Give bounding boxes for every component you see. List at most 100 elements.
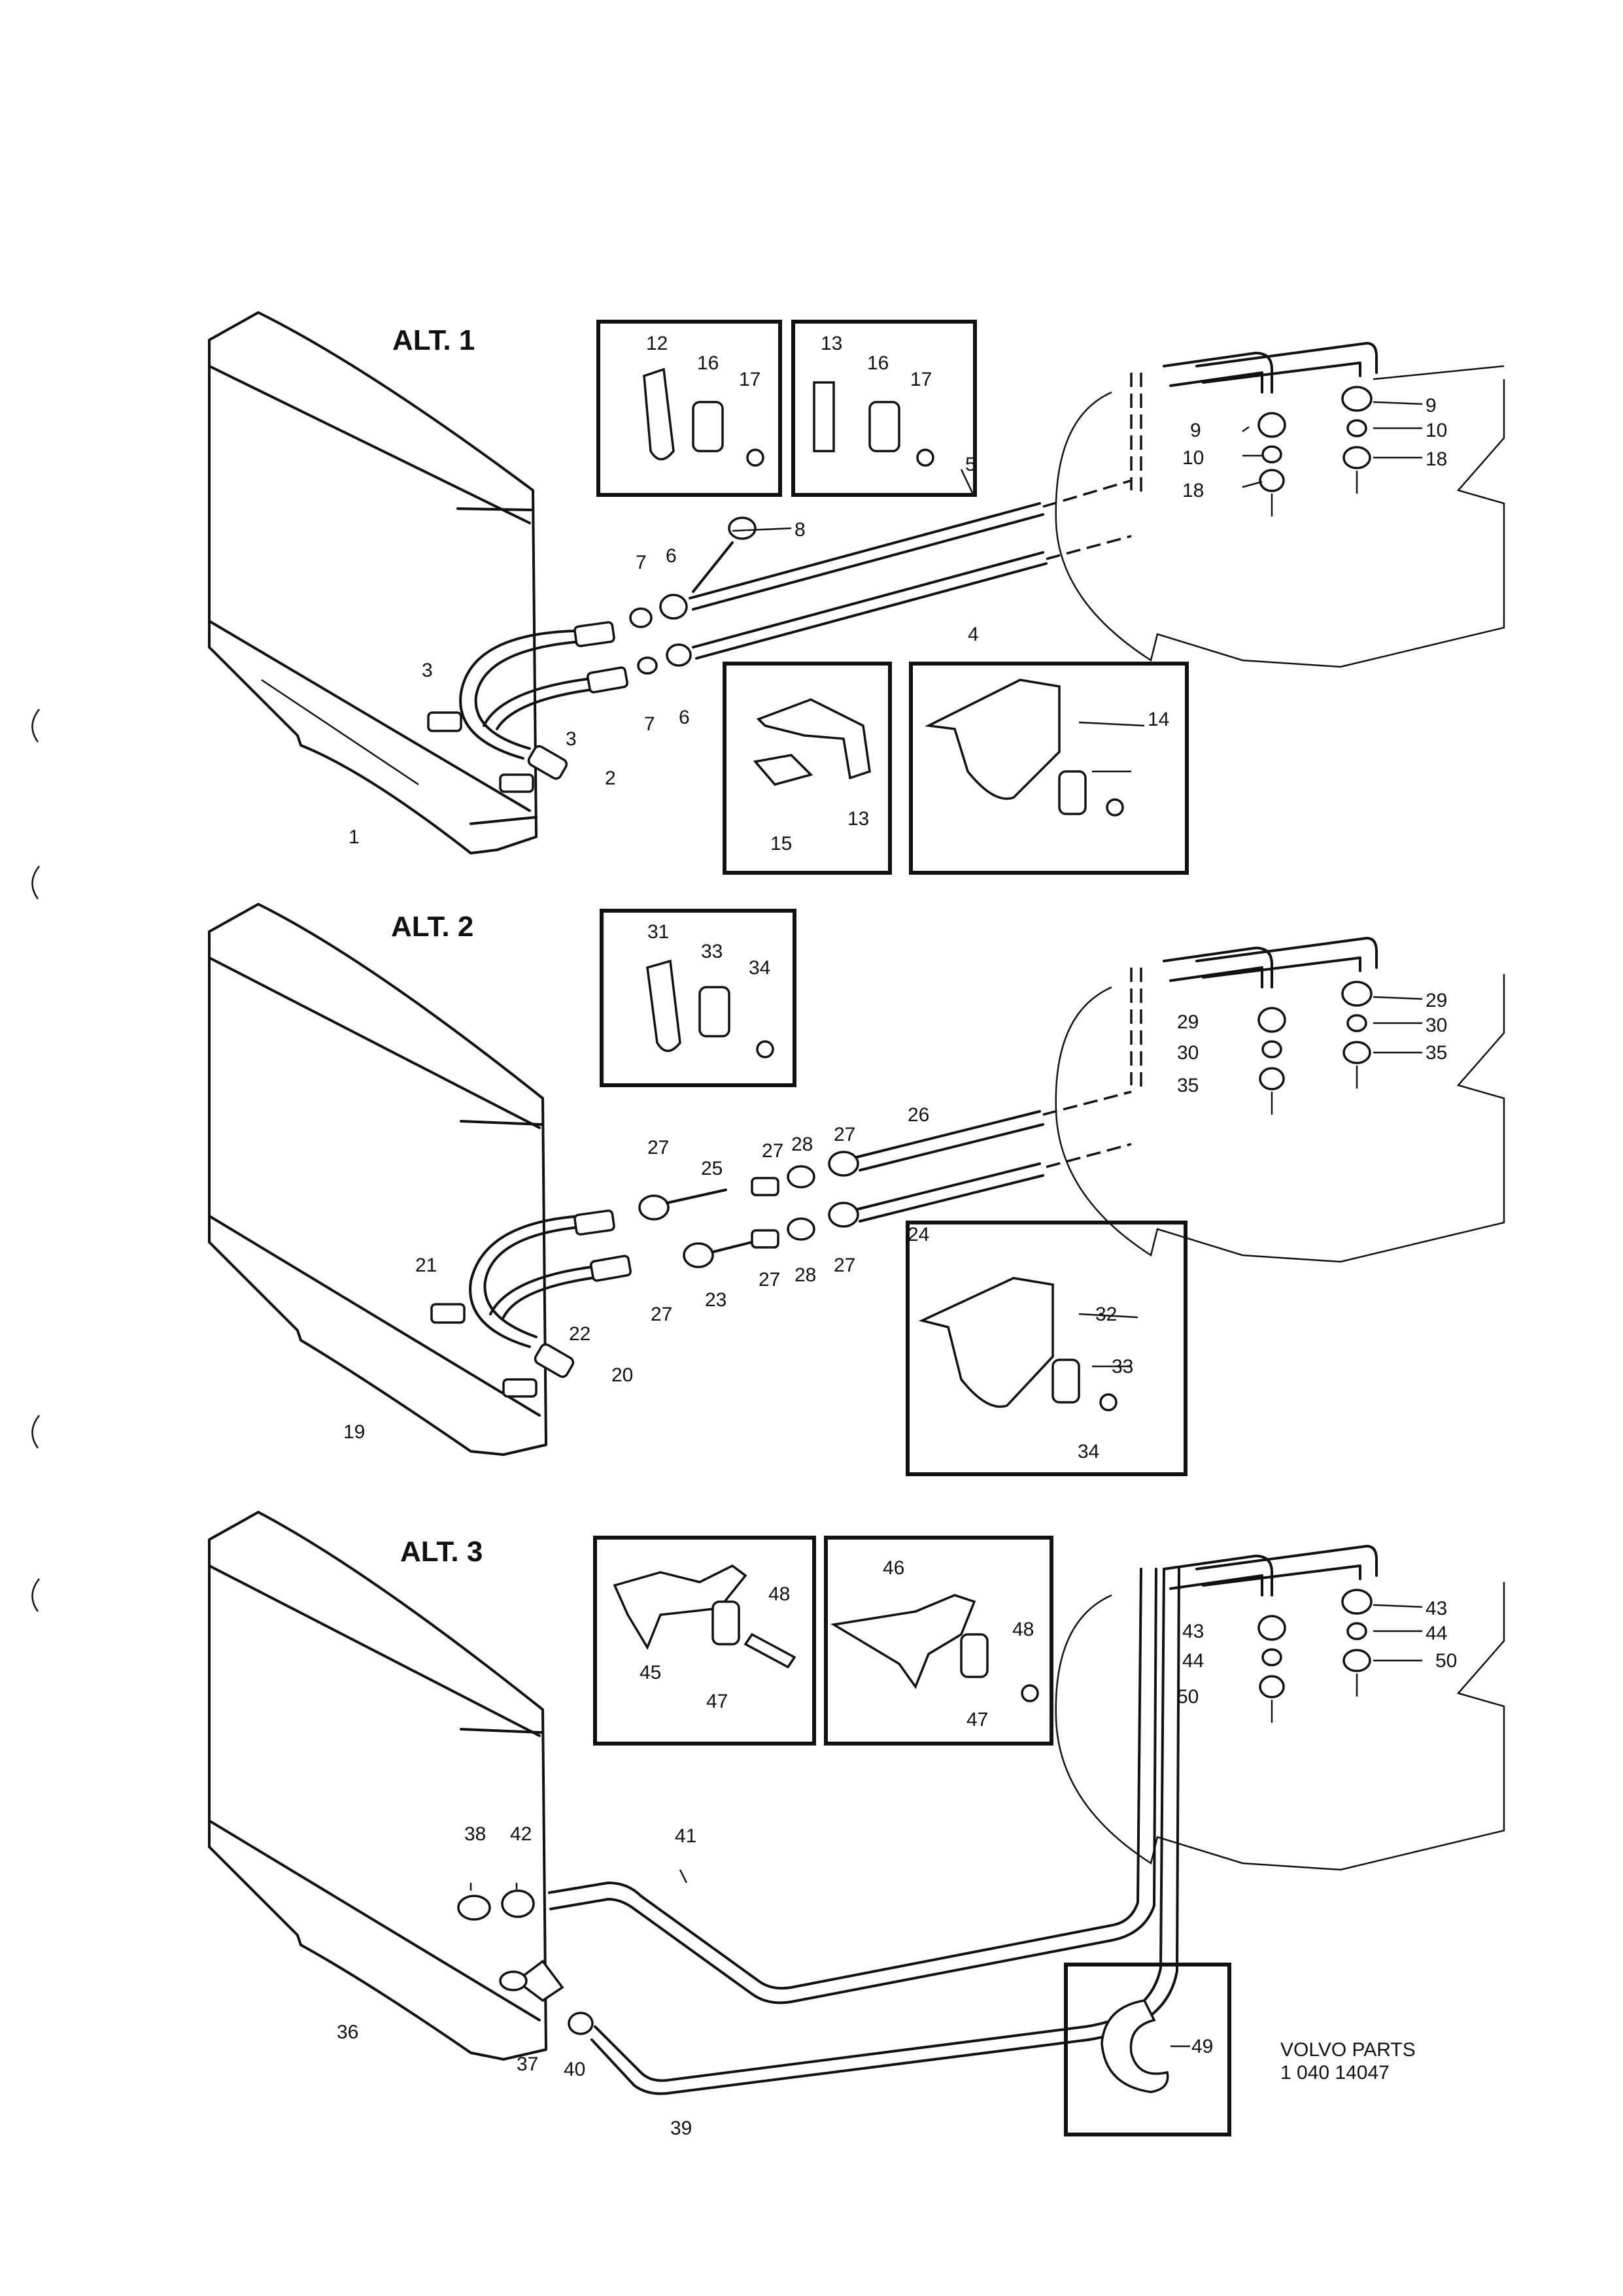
callout: 27 [759, 1269, 780, 1291]
document-number: 1 040 14047 [1280, 2062, 1390, 2084]
callout: 27 [647, 1137, 669, 1158]
callout: 27 [834, 1124, 855, 1145]
callout: 34 [1078, 1441, 1099, 1462]
callout: 16 [867, 352, 889, 374]
callout: 6 [679, 707, 690, 728]
callout: 50 [1435, 1650, 1457, 1672]
detail-box-49 [1064, 1963, 1231, 2136]
callout: 50 [1177, 1686, 1199, 1708]
binder-holes [31, 709, 40, 1612]
detail-box-45-47-48 [593, 1536, 816, 1746]
callout: 44 [1182, 1650, 1204, 1672]
callout: 41 [675, 1825, 696, 1847]
brand-label: VOLVO PARTS [1280, 2039, 1416, 2061]
callout: 27 [651, 1304, 672, 1325]
section-label: ALT. 2 [391, 911, 473, 943]
callout: 30 [1177, 1042, 1199, 1064]
section-alt-3: ALT. 3 [208, 1511, 1505, 2139]
detail-box-31-33-34 [600, 909, 796, 1087]
callout: 34 [749, 957, 770, 979]
callout: 23 [705, 1289, 726, 1311]
detail-box-46-47-48 [824, 1536, 1053, 1746]
tank-1 [208, 311, 538, 854]
callout: 10 [1426, 420, 1447, 441]
callout: 17 [910, 369, 932, 390]
callout: 18 [1426, 448, 1447, 470]
callout: 46 [883, 1557, 904, 1579]
tank-2 [208, 903, 547, 1456]
callout: 2 [605, 768, 616, 789]
callout: 29 [1426, 990, 1447, 1011]
callout: 24 [908, 1224, 929, 1245]
callout: 43 [1182, 1621, 1204, 1642]
engine-fittings-2 [1257, 981, 1373, 1115]
callout: 28 [791, 1134, 813, 1155]
callout: 36 [337, 2021, 358, 2043]
detail-box-12-16-17 [596, 320, 782, 497]
callout: 26 [908, 1104, 929, 1126]
callout: 48 [1012, 1619, 1034, 1640]
engine-fittings-1 [1257, 386, 1373, 516]
callout: 20 [611, 1364, 633, 1386]
callout: 13 [847, 808, 869, 830]
callout: 38 [464, 1823, 486, 1845]
detail-box-32-33-34 [906, 1221, 1187, 1476]
callout: 8 [794, 519, 806, 541]
callout: 22 [569, 1323, 590, 1345]
callout: 47 [706, 1691, 728, 1712]
callout: 6 [666, 545, 677, 567]
detail-box-13-15 [723, 662, 892, 875]
callout: 5 [965, 454, 976, 475]
callout: 17 [739, 369, 760, 390]
callout: 15 [770, 833, 792, 854]
callout: 4 [968, 624, 979, 645]
callout: 10 [1182, 447, 1204, 469]
callout: 16 [697, 352, 719, 374]
callout: 7 [644, 713, 655, 735]
callout: 39 [670, 2118, 692, 2139]
callout: 40 [564, 2059, 585, 2080]
tank-3 [208, 1511, 547, 2061]
callout: 30 [1426, 1015, 1447, 1036]
callout: 25 [701, 1158, 723, 1179]
callout: 44 [1426, 1623, 1447, 1644]
callout: 9 [1190, 420, 1201, 441]
callout: 3 [566, 728, 577, 750]
callout: 1 [349, 826, 360, 848]
callout: 33 [1112, 1356, 1133, 1377]
callout: 35 [1177, 1075, 1199, 1096]
callout: 37 [517, 2053, 538, 2075]
callout: 48 [768, 1583, 790, 1605]
callout: 42 [510, 1823, 532, 1845]
callout: 13 [821, 333, 842, 354]
callout: 29 [1177, 1011, 1199, 1033]
callout: 45 [640, 1662, 661, 1683]
engine-fittings-3 [1257, 1589, 1373, 1723]
callout: 7 [636, 552, 647, 573]
callout: 43 [1426, 1598, 1447, 1619]
document-reference: VOLVO PARTS 1 040 14047 [1280, 2039, 1416, 2084]
callout: 28 [794, 1264, 816, 1286]
callout: 18 [1182, 480, 1204, 501]
callout: 14 [1148, 709, 1169, 730]
callout: 33 [701, 941, 723, 962]
callout: 3 [422, 660, 433, 681]
callout: 21 [415, 1255, 437, 1276]
section-label: ALT. 1 [392, 324, 475, 356]
callout: 35 [1426, 1042, 1447, 1064]
callout: 49 [1191, 2036, 1213, 2057]
callout: 32 [1095, 1304, 1117, 1325]
callout: 19 [343, 1421, 365, 1443]
callout: 31 [647, 921, 669, 943]
section-alt-2: ALT. 2 [208, 903, 1505, 1476]
callout: 47 [966, 1709, 988, 1730]
section-label: ALT. 3 [400, 1536, 483, 1568]
detail-box-14-16-17 [909, 662, 1189, 875]
section-alt-1: ALT. 1 [208, 311, 1505, 875]
callout: 12 [646, 333, 668, 354]
callout: 9 [1426, 395, 1437, 416]
callout: 27 [762, 1140, 783, 1162]
callout: 27 [834, 1255, 855, 1276]
detail-box-13-16-17 [791, 320, 977, 497]
